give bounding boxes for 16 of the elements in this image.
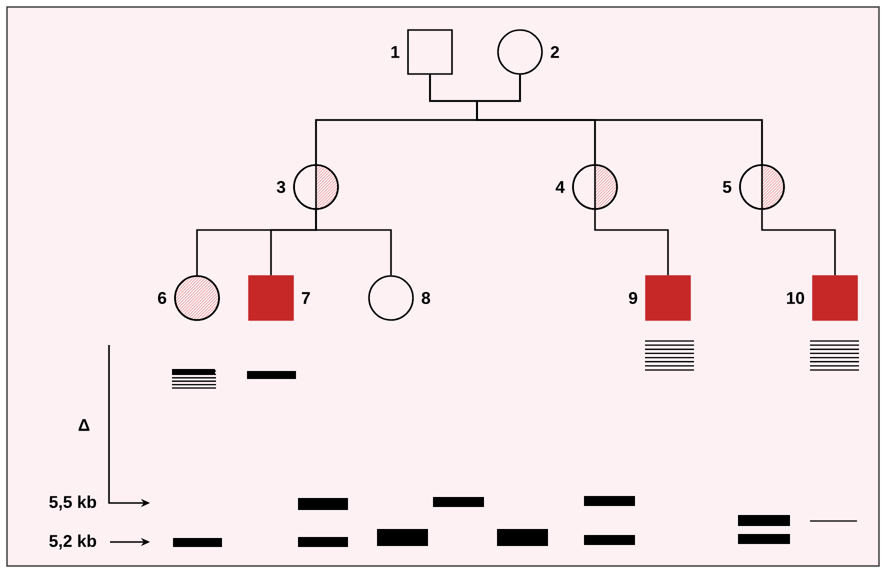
pedigree-line [594,210,669,276]
individual-number: 9 [628,292,638,304]
individual-number: 4 [556,181,565,193]
axis-label: 5,5 kb [49,496,96,510]
pedigree-line [315,210,392,276]
individual-number: 2 [550,46,559,58]
individual-number: 5 [722,181,732,193]
individual-number: 1 [391,46,400,58]
individual-number: 3 [276,180,286,193]
axis-label: Δ [78,419,90,431]
pedigree-line [761,210,836,276]
individual-number: 6 [158,292,166,304]
individual-number: 7 [302,292,310,304]
axis-label: 5,2 kb [49,534,96,550]
individual-number: 10 [787,292,804,304]
individual-number: 8 [422,292,430,304]
